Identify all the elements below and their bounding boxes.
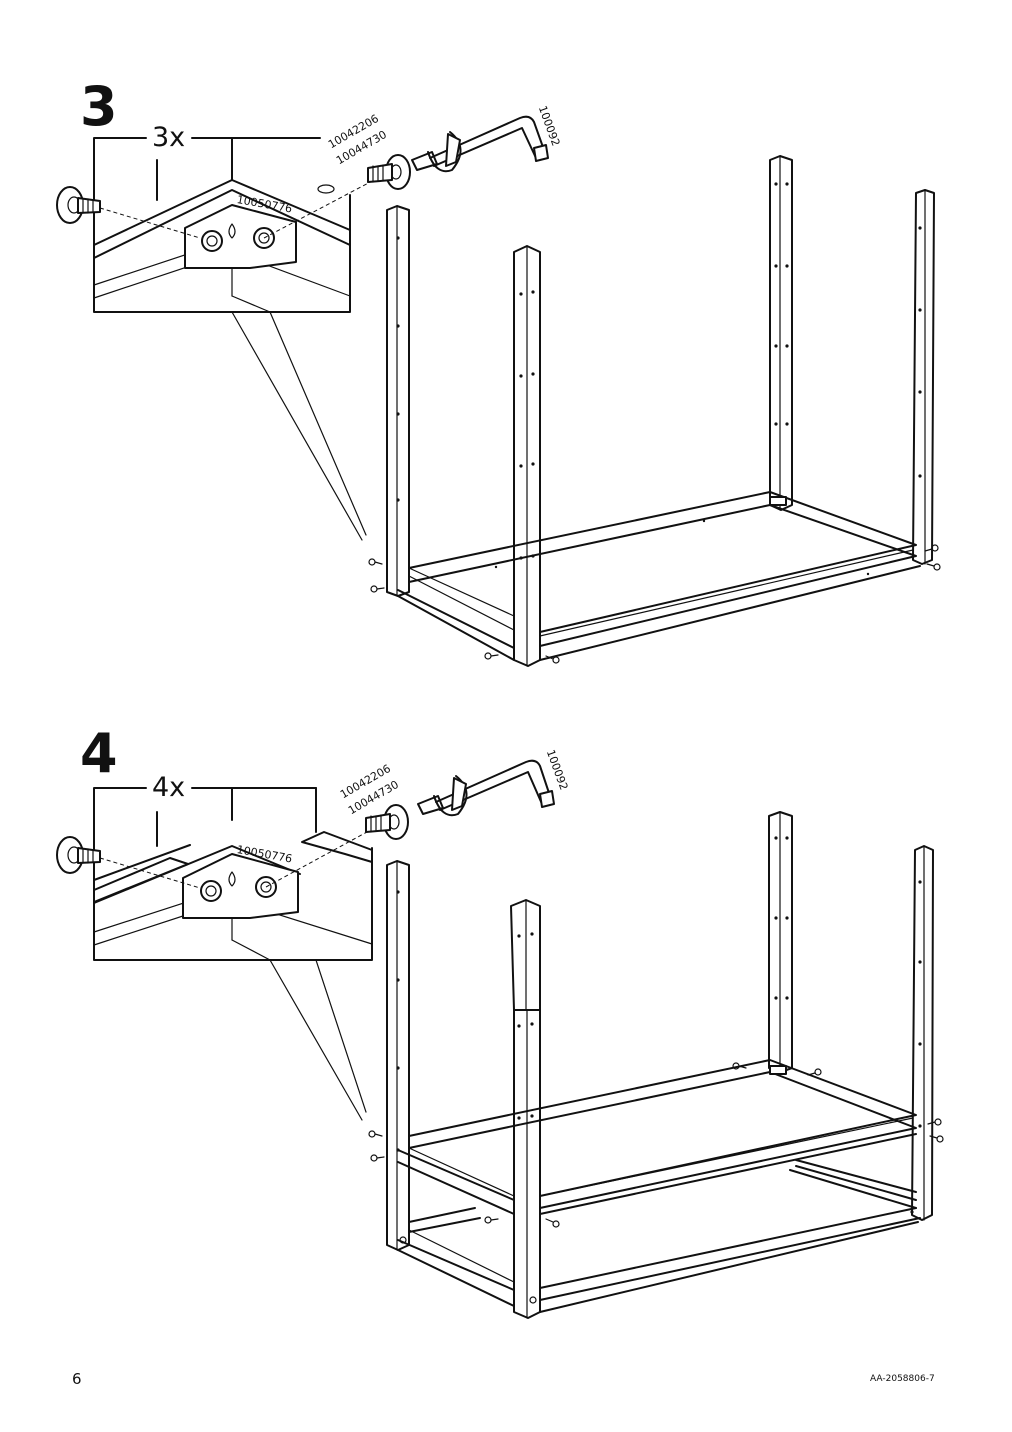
page-number: 6 xyxy=(72,1370,82,1388)
document-code: AA-2058806-7 xyxy=(870,1374,935,1384)
step-number: 4 xyxy=(80,722,118,785)
quantity-label: 3x xyxy=(148,124,190,151)
step-number: 3 xyxy=(80,75,118,138)
quantity-label: 4x xyxy=(148,774,190,801)
